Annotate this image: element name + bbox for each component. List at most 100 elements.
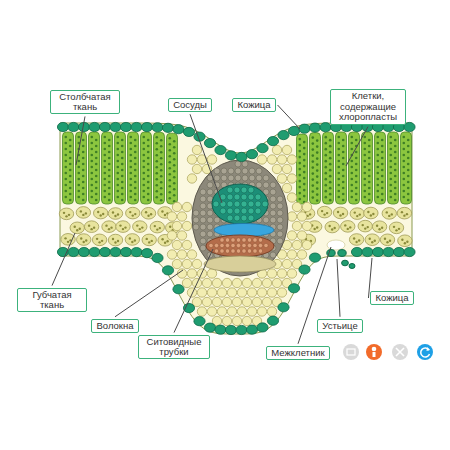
palisade-cell <box>63 132 74 204</box>
sieve-cell <box>220 238 224 242</box>
epidermis-cell <box>89 247 100 256</box>
spongy-cell <box>93 207 107 219</box>
chloroplast <box>130 184 133 187</box>
chloroplast <box>368 157 371 160</box>
palisade-cell <box>167 133 178 204</box>
spongy-cell <box>341 221 355 233</box>
chloroplast <box>124 226 126 228</box>
epidermis-cell <box>110 122 121 131</box>
chloroplast <box>312 136 315 139</box>
chloroplast <box>173 170 176 173</box>
sieve-cell <box>242 243 246 247</box>
chloroplast <box>407 199 410 202</box>
collenchyma-cell <box>217 288 226 297</box>
epidermis-cell <box>299 124 310 133</box>
phloem-parenchyma <box>204 256 276 272</box>
chloroplast <box>173 146 176 149</box>
sheath-cell <box>270 210 276 216</box>
epidermis-cell <box>204 323 215 332</box>
chloroplast <box>76 229 78 231</box>
chloroplast <box>114 241 116 243</box>
chloroplast <box>91 190 94 193</box>
collenchyma-cell <box>257 288 266 297</box>
chloroplast <box>347 228 349 230</box>
epidermis-cell <box>131 248 142 257</box>
chloroplast <box>169 137 172 140</box>
collenchyma-cell <box>182 278 191 287</box>
chloroplast <box>134 193 137 196</box>
chloroplast <box>143 154 146 157</box>
chloroplast <box>85 239 87 241</box>
chloroplast <box>121 199 124 202</box>
chloroplast <box>90 228 92 230</box>
chloroplast <box>377 166 380 169</box>
chloroplast <box>95 145 98 148</box>
chloroplast <box>351 196 354 199</box>
chloroplast <box>169 179 172 182</box>
chloroplast <box>104 142 107 145</box>
leader-line <box>115 270 183 317</box>
sheath-cell <box>270 196 276 202</box>
chloroplast <box>321 210 323 212</box>
chloroplast <box>117 184 120 187</box>
chloroplast <box>303 189 306 192</box>
sheath-cell <box>256 175 262 181</box>
collenchyma-cell <box>302 221 311 230</box>
chloroplast <box>129 237 131 239</box>
spongy-cell <box>108 234 122 246</box>
chloroplast <box>104 166 107 169</box>
collenchyma-cell <box>242 316 251 325</box>
chloroplast <box>403 136 406 139</box>
collenchyma-cell <box>212 278 221 287</box>
collenchyma-cell <box>187 269 196 278</box>
epidermis-cell <box>89 122 100 131</box>
collenchyma-cell <box>292 221 301 230</box>
chloroplast <box>313 228 315 230</box>
sheath-cell <box>200 224 206 230</box>
epidermis-cell <box>225 151 236 160</box>
chloroplast <box>110 226 112 228</box>
chloroplast <box>351 184 354 187</box>
chloroplast <box>316 163 319 166</box>
sheath-cell <box>277 217 283 223</box>
chloroplast <box>390 190 393 193</box>
epidermis-cell <box>309 123 320 132</box>
epidermis-cell <box>68 247 79 256</box>
chloroplast <box>394 181 397 184</box>
leader-line <box>337 259 340 317</box>
chloroplast <box>134 169 137 172</box>
chloroplast <box>299 180 302 183</box>
palisade-cell <box>310 133 321 204</box>
collenchyma-cell <box>187 250 196 259</box>
epidermis-cell <box>99 247 110 256</box>
vessel-cell <box>234 194 240 200</box>
chloroplast <box>326 212 328 214</box>
chloroplast <box>150 213 152 215</box>
chloroplast <box>325 184 328 187</box>
collenchyma-cell <box>177 212 186 221</box>
chloroplast <box>143 166 146 169</box>
chloroplast <box>329 181 332 184</box>
chloroplast <box>82 151 85 154</box>
chloroplast <box>377 148 380 151</box>
sheath-cell <box>200 196 206 202</box>
chloroplast <box>108 145 111 148</box>
vessel-cell <box>227 194 233 200</box>
chloroplast <box>394 157 397 160</box>
chloroplast <box>173 140 176 143</box>
collenchyma-cell <box>287 231 296 240</box>
chloroplast <box>117 154 120 157</box>
chloroplast <box>69 181 72 184</box>
spongy-cell <box>61 234 75 246</box>
chloroplast <box>68 214 70 216</box>
chloroplast <box>406 241 408 243</box>
chloroplast <box>130 190 133 193</box>
chloroplast <box>381 169 384 172</box>
sheath-cell <box>263 175 269 181</box>
vessel-cell <box>227 201 233 207</box>
chloroplast <box>91 178 94 181</box>
spongy-cell <box>102 221 116 233</box>
vessel-cell <box>220 208 226 214</box>
chloroplast <box>384 238 386 240</box>
chloroplast <box>104 196 107 199</box>
